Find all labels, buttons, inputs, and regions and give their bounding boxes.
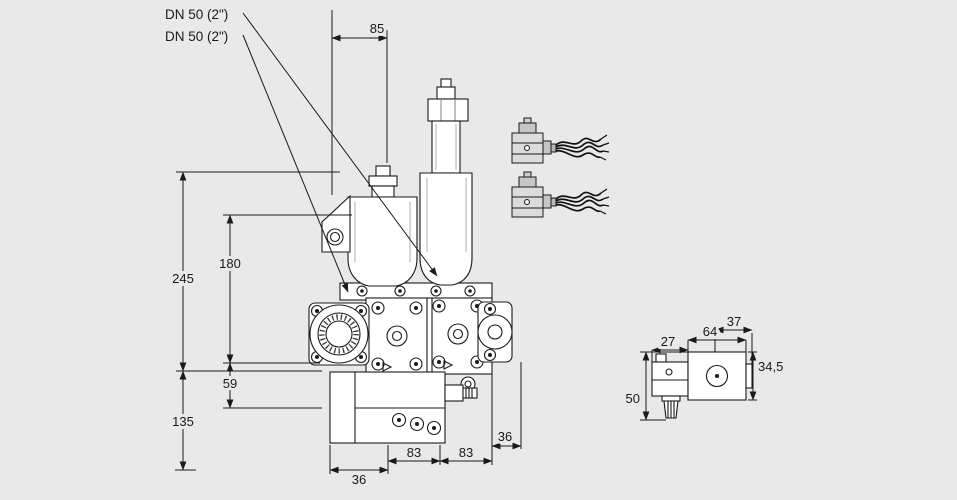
actuator-left xyxy=(347,165,418,287)
outlet-flange xyxy=(477,301,513,363)
dim-135 xyxy=(175,370,196,471)
inlet-flange xyxy=(308,302,370,366)
valve-body xyxy=(365,297,493,375)
dim-180-label: 180 xyxy=(219,256,241,271)
dim-50-label: 50 xyxy=(626,391,640,406)
valve-assembly xyxy=(308,78,513,444)
lower-block xyxy=(329,371,478,444)
dim-36-right-label: 36 xyxy=(498,429,512,444)
dim-85 xyxy=(331,10,388,195)
dim-85-label: 85 xyxy=(370,21,384,36)
dn-label-2: DN 50 (2") xyxy=(165,29,228,44)
dim-245 xyxy=(176,171,340,372)
dim-27-label: 27 xyxy=(661,334,675,349)
dim-64-label: 64 xyxy=(703,324,717,339)
dim-83-right-label: 83 xyxy=(459,445,473,460)
side-view-dims xyxy=(640,326,757,421)
cable-connector-1 xyxy=(511,117,610,164)
cable-connector-2 xyxy=(511,171,610,218)
dim-180 xyxy=(223,214,352,364)
cable-connectors xyxy=(511,117,610,218)
dn-leader-lines xyxy=(242,12,438,293)
dims-bottom xyxy=(329,362,522,474)
dim-36-left-label: 36 xyxy=(352,472,366,487)
dim-83-left-label: 83 xyxy=(407,445,421,460)
dim-34-5-label: 34,5 xyxy=(758,359,783,374)
dim-37-label: 37 xyxy=(727,314,741,329)
dim-59 xyxy=(223,362,322,409)
dim-135-label: 135 xyxy=(172,414,194,429)
valve-top-band xyxy=(339,282,493,301)
side-view-part xyxy=(651,351,753,419)
thread-hatching xyxy=(319,314,359,354)
dim-59-label: 59 xyxy=(223,376,237,391)
actuator-right xyxy=(419,78,473,286)
mounting-bracket xyxy=(321,194,351,253)
dim-245-label: 245 xyxy=(172,271,194,286)
dn-label-1: DN 50 (2") xyxy=(165,7,228,22)
solenoid-side-view xyxy=(640,326,757,421)
